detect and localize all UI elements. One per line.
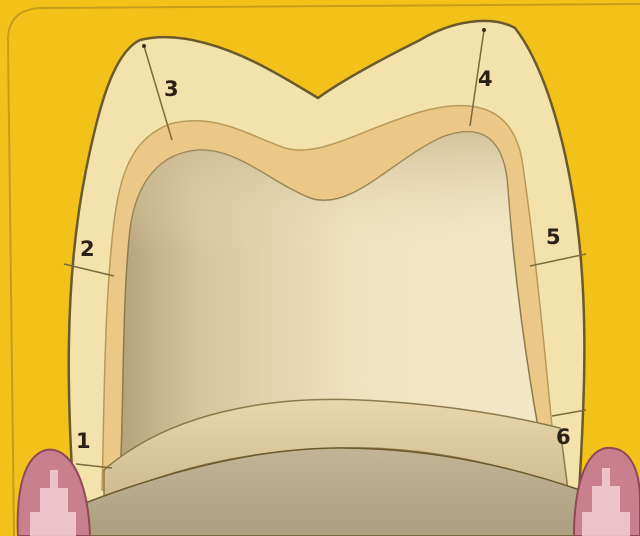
label-1: 1 (76, 429, 91, 453)
leader-dot-4 (482, 28, 486, 32)
label-4: 4 (478, 67, 493, 91)
label-2: 2 (80, 237, 95, 261)
leader-dot-3 (142, 44, 146, 48)
label-6: 6 (556, 425, 571, 449)
label-3: 3 (164, 77, 179, 101)
label-5: 5 (546, 225, 561, 249)
